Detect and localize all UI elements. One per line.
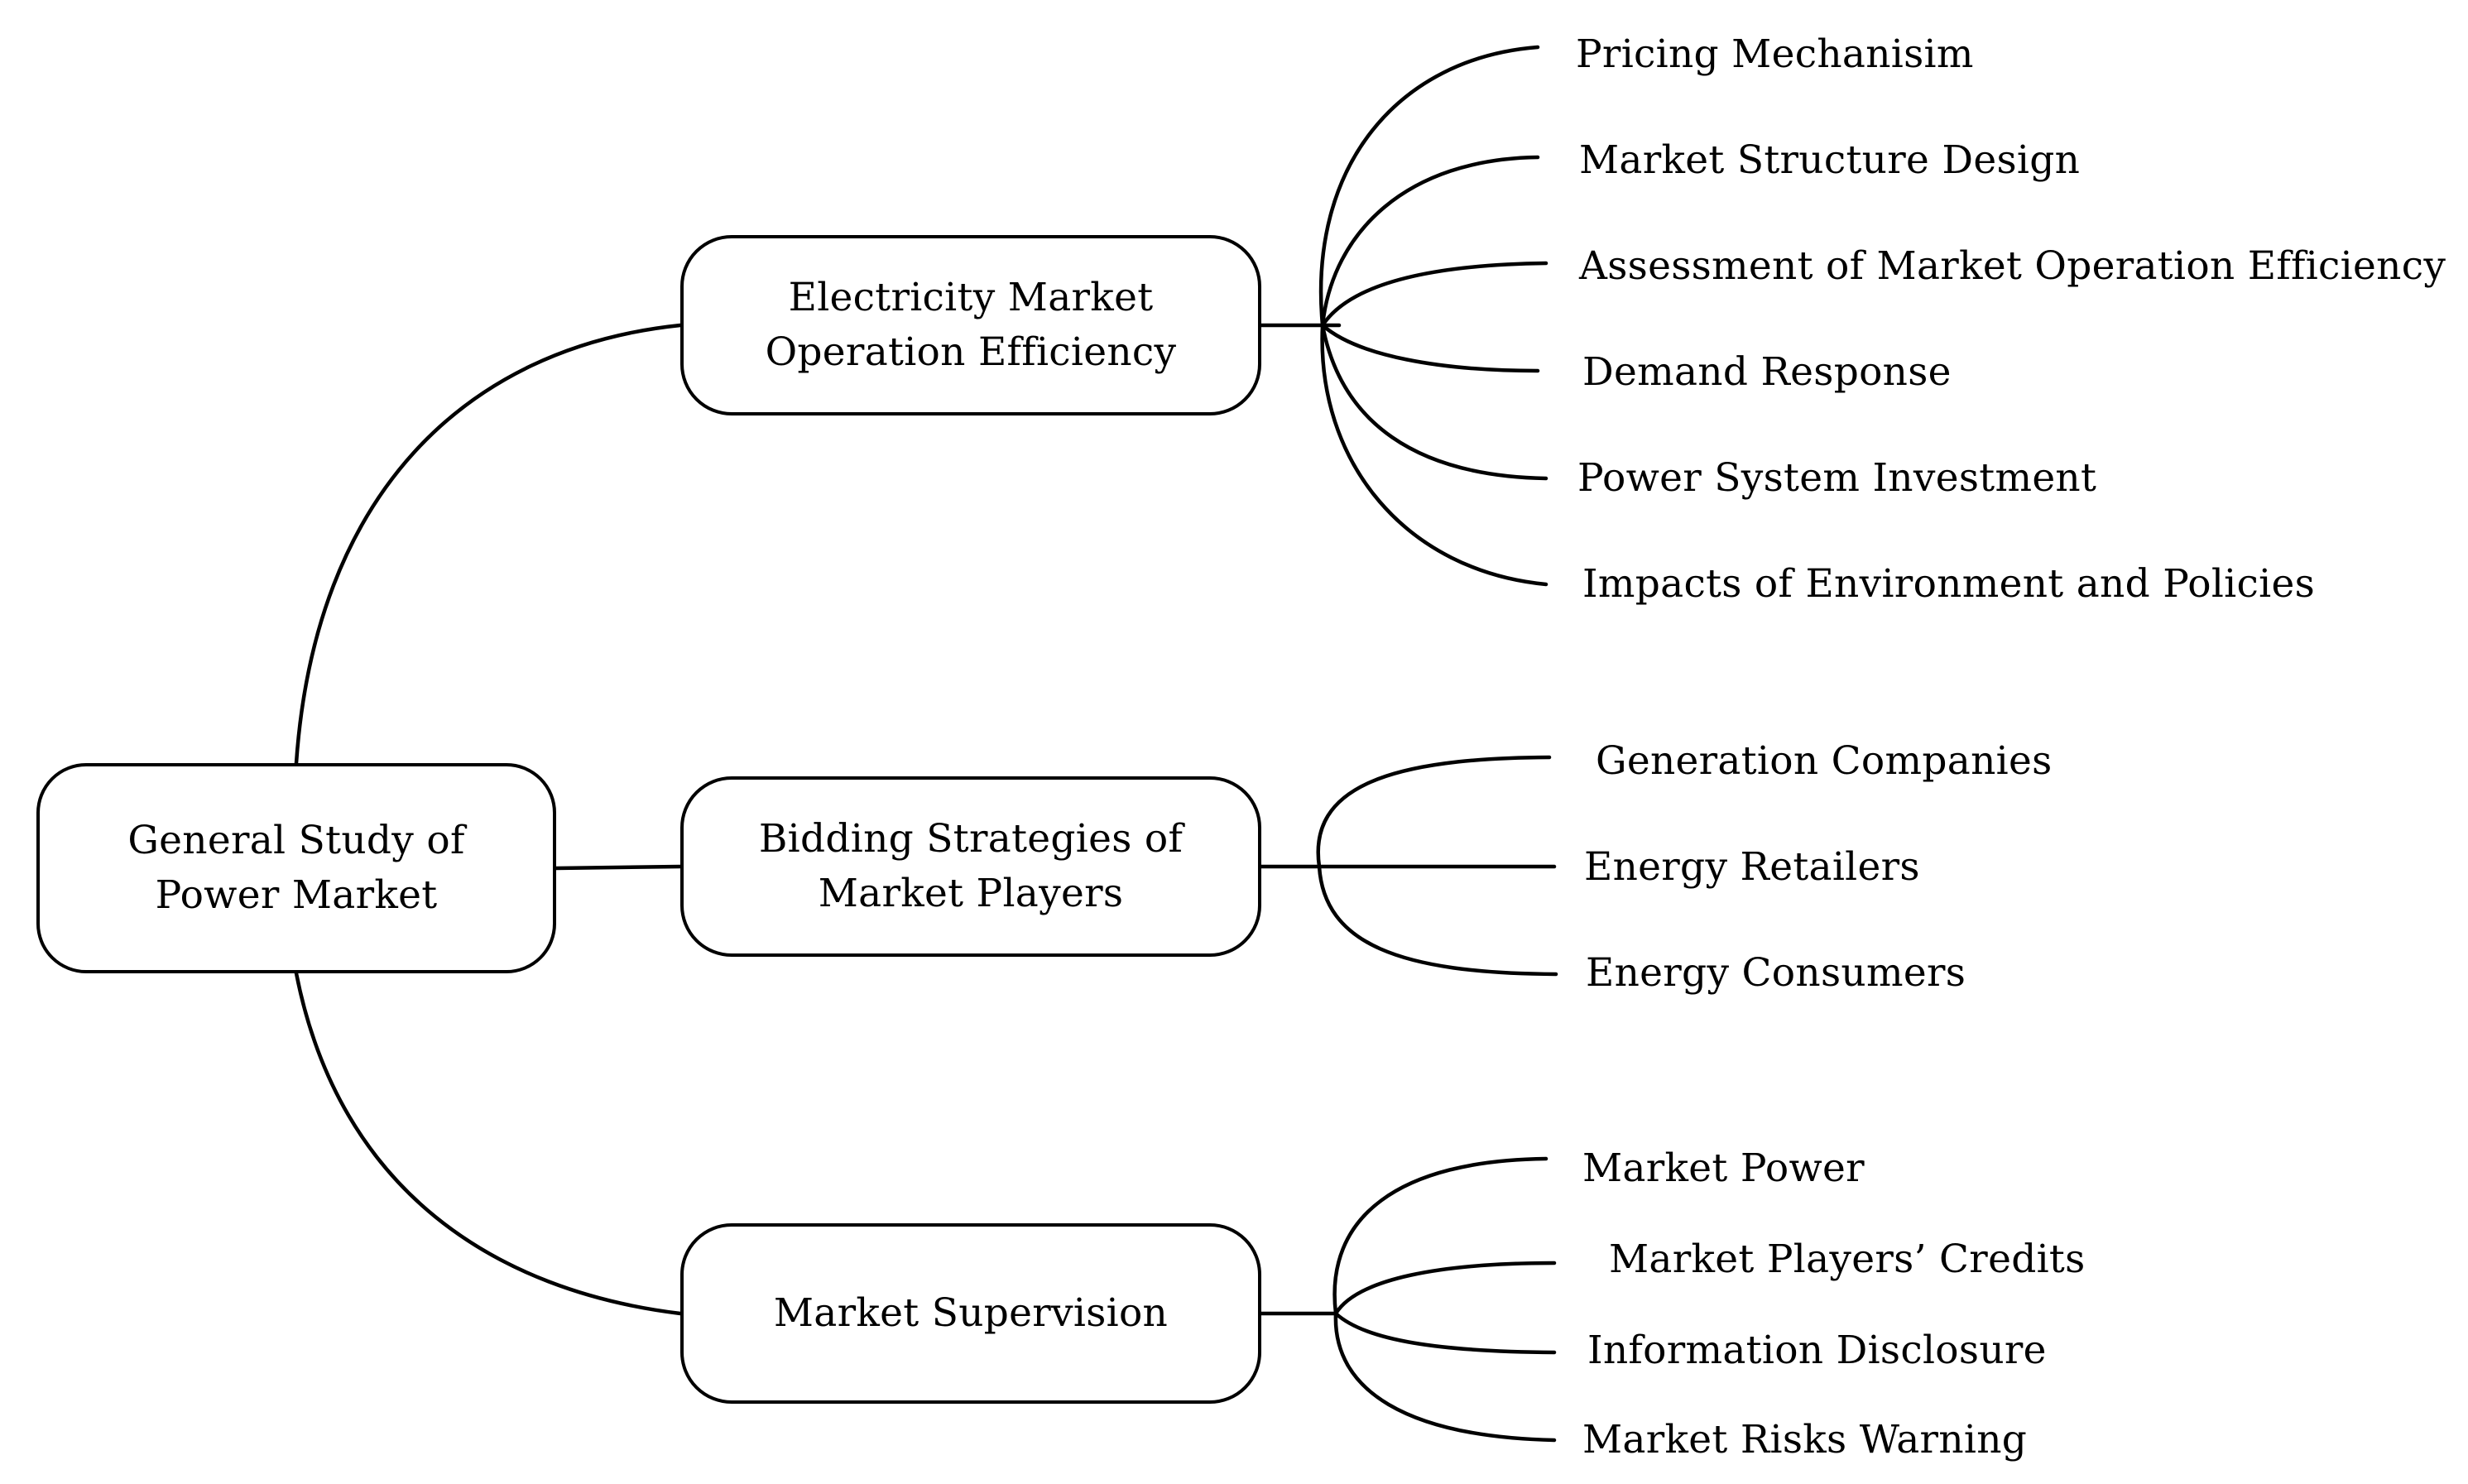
connector-leaf-structure <box>1320 155 1540 328</box>
connector-leaf-risks <box>1333 1311 1557 1443</box>
connector-leaf-demand <box>1320 323 1540 373</box>
leaf-energy-retailers: Energy Retailers <box>1584 844 1920 890</box>
connector-leaf-credits <box>1333 1261 1557 1316</box>
leaf-market-power: Market Power <box>1582 1145 1865 1191</box>
leaf-generation-companies: Generation Companies <box>1596 738 2053 784</box>
root-node: General Study of Power Market <box>36 763 556 973</box>
connector-leaf-pricing <box>1318 45 1540 328</box>
leaf-market-structure-design: Market Structure Design <box>1579 137 2081 183</box>
connector-leaf-investment <box>1320 323 1549 481</box>
branch-node-market-supervision: Market Supervision <box>680 1223 1261 1404</box>
connector-root-branch1 <box>294 323 683 766</box>
connector-leaf-consumers <box>1317 864 1558 977</box>
branch-label-line2: Operation Efficiency <box>765 329 1177 375</box>
branch-label-line2: Market Players <box>818 871 1124 916</box>
connector-root-branch3 <box>294 971 683 1316</box>
leaf-information-disclosure: Information Disclosure <box>1587 1328 2047 1373</box>
connector-root-branch2 <box>554 864 683 871</box>
leaf-energy-consumers: Energy Consumers <box>1586 950 1966 996</box>
leaf-pricing-mechanism: Pricing Mechanisim <box>1576 31 1974 77</box>
branch-label-line1: Electricity Market <box>788 275 1154 320</box>
leaf-assessment-efficiency: Assessment of Market Operation Efficienc… <box>1579 243 2446 289</box>
root-label-line2: Power Market <box>155 872 438 918</box>
connector-leaf-disclosure <box>1333 1311 1557 1355</box>
branch-node-operation-efficiency: Electricity Market Operation Efficiency <box>680 235 1261 415</box>
leaf-impacts-environment-policies: Impacts of Environment and Policies <box>1582 561 2316 607</box>
root-label-line1: General Study of <box>127 818 465 863</box>
connector-leaf-assessment <box>1320 261 1549 328</box>
connector-leaf-generation <box>1316 755 1552 869</box>
branch-label: Market Supervision <box>773 1290 1169 1336</box>
connector-leaf-power <box>1332 1156 1549 1316</box>
leaf-market-risks-warning: Market Risks Warning <box>1582 1417 2028 1462</box>
branch-label-line1: Bidding Strategies of <box>758 816 1184 862</box>
connector-leaf-environment <box>1320 323 1549 587</box>
branch-node-bidding-strategies: Bidding Strategies of Market Players <box>680 776 1261 957</box>
leaf-market-players-credits: Market Players’ Credits <box>1609 1237 2086 1282</box>
leaf-demand-response: Demand Response <box>1582 349 1952 395</box>
leaf-power-system-investment: Power System Investment <box>1577 455 2097 501</box>
